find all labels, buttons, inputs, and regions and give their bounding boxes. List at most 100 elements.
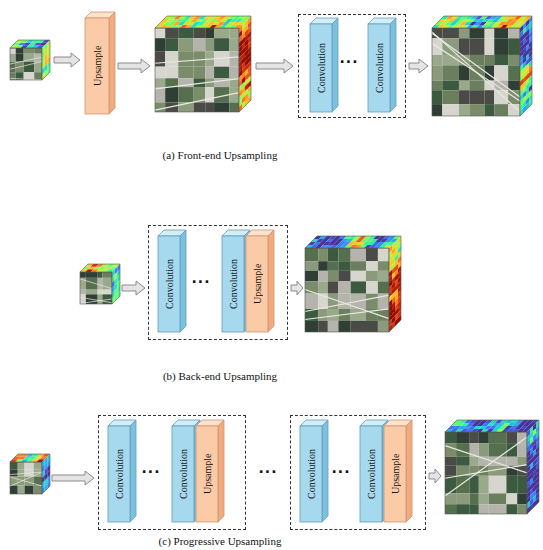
image-patch — [470, 504, 479, 514]
hyperspectral-cube — [305, 236, 401, 332]
image-patch — [24, 62, 35, 73]
image-patch — [442, 90, 459, 104]
image-patch — [378, 281, 389, 293]
image-patch — [178, 67, 193, 79]
image-patch — [165, 28, 178, 38]
image-patch — [432, 55, 442, 65]
image-patch — [366, 261, 378, 271]
image-patch — [442, 65, 459, 80]
image-patch — [378, 271, 389, 282]
image-patch — [494, 28, 508, 38]
image-patch — [194, 67, 206, 79]
layer-label: Convolution — [368, 24, 390, 112]
cube-front-border — [305, 248, 389, 332]
image-patch — [102, 272, 112, 278]
slab-front — [85, 18, 109, 114]
image-patch — [485, 90, 495, 104]
image-patch — [442, 28, 459, 38]
upsample-layer: Upsample — [384, 420, 412, 522]
cube-outline — [155, 16, 251, 112]
ellipsis-dots: ··· — [91, 274, 311, 290]
cube-front-border — [10, 462, 42, 494]
image-patch — [459, 38, 469, 55]
image-patch — [479, 443, 489, 457]
image-patch — [351, 248, 366, 261]
image-patch — [351, 281, 366, 293]
ellipsis-dots: ··· — [41, 464, 261, 480]
image-patch — [469, 90, 484, 104]
image-patch — [98, 294, 103, 304]
slab-front — [384, 426, 406, 522]
image-patch — [366, 281, 378, 293]
cube-outline — [80, 264, 120, 304]
image-patch — [305, 261, 318, 271]
hyperspectral-cube — [155, 16, 251, 112]
image-patch — [456, 432, 470, 443]
image-patch — [456, 476, 470, 494]
dashed-group-box: ConvolutionConvolutionUpsample — [98, 415, 246, 530]
layer-label: Convolution — [222, 236, 244, 332]
road-line — [10, 57, 42, 64]
image-patch — [155, 51, 165, 66]
image-patch — [517, 493, 527, 504]
hyperspectral-cube — [432, 16, 532, 116]
cube-outline — [305, 236, 401, 332]
cube-outline — [445, 420, 539, 514]
image-patch — [485, 38, 495, 55]
image-patch — [506, 493, 517, 504]
image-patch — [80, 272, 86, 278]
road-line — [10, 472, 42, 486]
image-patch — [456, 493, 470, 504]
image-patch — [489, 504, 507, 514]
image-patch — [489, 432, 507, 443]
image-patch — [178, 38, 193, 51]
flow-arrow — [122, 281, 145, 295]
hyperspectral-cube — [445, 420, 539, 514]
image-patch — [506, 457, 517, 466]
layer-label: Convolution — [300, 426, 322, 522]
image-patch — [506, 432, 517, 443]
road-line — [445, 446, 527, 473]
image-patch — [98, 290, 103, 295]
image-patch — [432, 90, 442, 104]
image-patch — [469, 55, 484, 65]
image-patch — [205, 87, 214, 102]
image-patch — [194, 28, 206, 38]
cube-front-border — [155, 28, 239, 112]
image-patch — [18, 486, 25, 494]
image-patch — [305, 294, 318, 309]
image-patch — [479, 432, 489, 443]
cube-front-border — [445, 432, 527, 514]
image-patch — [517, 443, 527, 457]
image-patch — [445, 504, 456, 514]
image-patch — [432, 65, 442, 80]
slab-side — [322, 420, 328, 522]
image-patch — [16, 54, 24, 62]
image-patch — [328, 321, 339, 332]
slab-front — [172, 426, 194, 522]
road-line — [155, 79, 239, 89]
convolution-layer: Convolution — [368, 18, 396, 112]
image-patch — [469, 104, 484, 116]
image-patch — [494, 38, 508, 55]
image-patch — [318, 261, 328, 271]
layer-label: Convolution — [172, 426, 194, 522]
image-patch — [328, 281, 339, 293]
image-patch — [318, 281, 328, 293]
road-line — [80, 299, 112, 304]
image-patch — [205, 28, 214, 38]
dashed-group-box: ConvolutionConvolutionUpsample — [290, 415, 426, 530]
image-patch — [165, 51, 178, 66]
image-patch — [432, 104, 442, 116]
image-patch — [338, 271, 350, 282]
image-patch — [155, 87, 165, 102]
layer-label: Upsample — [246, 236, 268, 332]
image-patch — [10, 462, 18, 470]
image-patch — [485, 104, 495, 116]
road-line — [445, 437, 527, 496]
layer-label: Convolution — [158, 236, 180, 332]
image-patch — [318, 248, 328, 261]
image-patch — [442, 55, 459, 65]
road-line — [155, 93, 239, 110]
